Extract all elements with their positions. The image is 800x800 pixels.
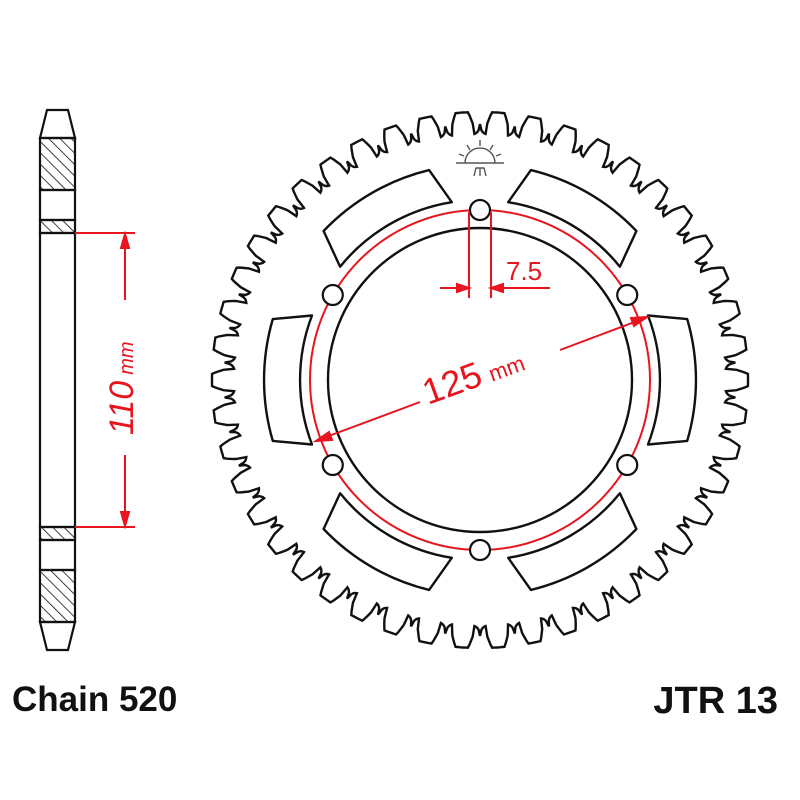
bolt-circle-value: 125mm [417, 338, 529, 412]
bolt-hole [468, 198, 492, 222]
bolt-holes [321, 198, 639, 562]
sun-logo [456, 140, 504, 177]
part-number: JTR 13 [653, 680, 778, 722]
window-slot [262, 314, 314, 446]
side-profile [38, 108, 77, 652]
center-bore [326, 226, 634, 534]
pcd-value: 110mm [103, 341, 141, 435]
bolt-hole [616, 453, 639, 477]
bolt-hole [468, 538, 492, 562]
bolt-hole [616, 283, 639, 307]
window-slot [646, 314, 698, 446]
sprocket-teeth-outline [210, 111, 750, 649]
bolt-hole [321, 453, 344, 477]
window-slot [507, 492, 638, 592]
pcd-dimension [75, 230, 135, 530]
window-slot [322, 168, 453, 268]
bolt-hole-value: 7.5 [506, 256, 542, 286]
window-slot [507, 168, 638, 268]
bolt-circle-dimension [312, 315, 651, 443]
chain-label: Chain 520 [12, 680, 178, 719]
window-slot [322, 492, 453, 592]
bolt-hole [321, 283, 344, 307]
lightening-windows [262, 168, 698, 592]
bolt-hole-dimension [440, 212, 550, 298]
